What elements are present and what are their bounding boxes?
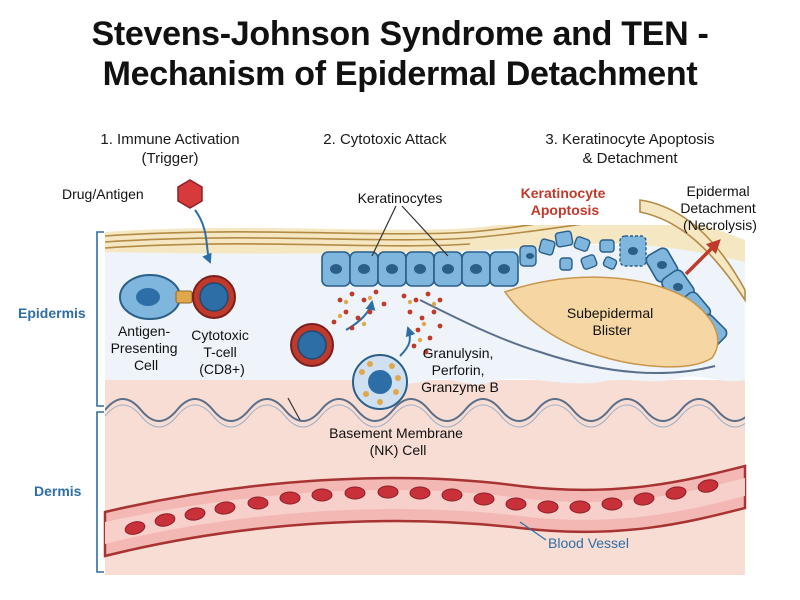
label-granules: Granulysin, Perforin, Granzyme B	[421, 345, 499, 395]
keratinocyte-row	[321, 251, 519, 287]
attacking-t-cell	[290, 323, 334, 367]
blood-vessel	[103, 464, 747, 558]
label-dermis: Dermis	[34, 483, 82, 499]
step-1-line-2: (Trigger)	[141, 150, 199, 167]
step-1-line-1: 1. Immune Activation	[100, 131, 240, 148]
step-2-heading: 2. Cytotoxic Attack	[285, 130, 485, 149]
cytotoxic-granules	[331, 289, 443, 355]
drug-antigen-hexagon	[177, 179, 203, 209]
epidermis-bracket	[96, 231, 104, 407]
step-3-line-1: 3. Keratinocyte Apoptosis	[545, 131, 715, 148]
antigen-presenting-cell	[119, 274, 193, 320]
red-blood-cells	[124, 479, 719, 535]
title-line-2: Mechanism of Epidermal Detachment	[102, 55, 698, 93]
cytotoxic-t-cell	[192, 275, 236, 319]
step-3-heading: 3. Keratinocyte Apoptosis & Detachment	[505, 130, 755, 168]
label-epidermal-detachment: Epidermal Detachment (Necrolysis)	[680, 183, 759, 233]
label-blister: Subepidermal Blister	[567, 305, 657, 338]
label-epidermis: Epidermis	[18, 305, 86, 321]
step-2-line-1: 2. Cytotoxic Attack	[323, 131, 447, 148]
nk-cell	[352, 354, 408, 410]
basement-membrane	[105, 398, 745, 422]
diagram-title: Stevens-Johnson Syndrome and TEN - Mecha…	[0, 14, 800, 94]
label-apc: Antigen- Presenting Cell	[111, 323, 182, 373]
dermis-bracket	[96, 411, 104, 573]
label-blood-vessel: Blood Vessel	[548, 535, 629, 551]
label-tcell: Cytotoxic T-cell (CD8+)	[191, 327, 252, 377]
label-drug-antigen: Drug/Antigen	[62, 186, 144, 202]
title-line-1: Stevens-Johnson Syndrome and TEN -	[91, 15, 709, 53]
stratum-corneum	[105, 225, 745, 262]
subepidermal-blister	[503, 276, 719, 368]
apoptotic-fragments	[519, 230, 647, 271]
label-keratinocyte-apoptosis: Keratinocyte Apoptosis	[521, 185, 610, 218]
step-1-heading: 1. Immune Activation (Trigger)	[70, 130, 270, 168]
label-basement-membrane: Basement Membrane (NK) Cell	[329, 425, 467, 458]
label-keratinocytes: Keratinocytes	[358, 190, 443, 206]
step-3-line-2: & Detachment	[582, 150, 678, 167]
